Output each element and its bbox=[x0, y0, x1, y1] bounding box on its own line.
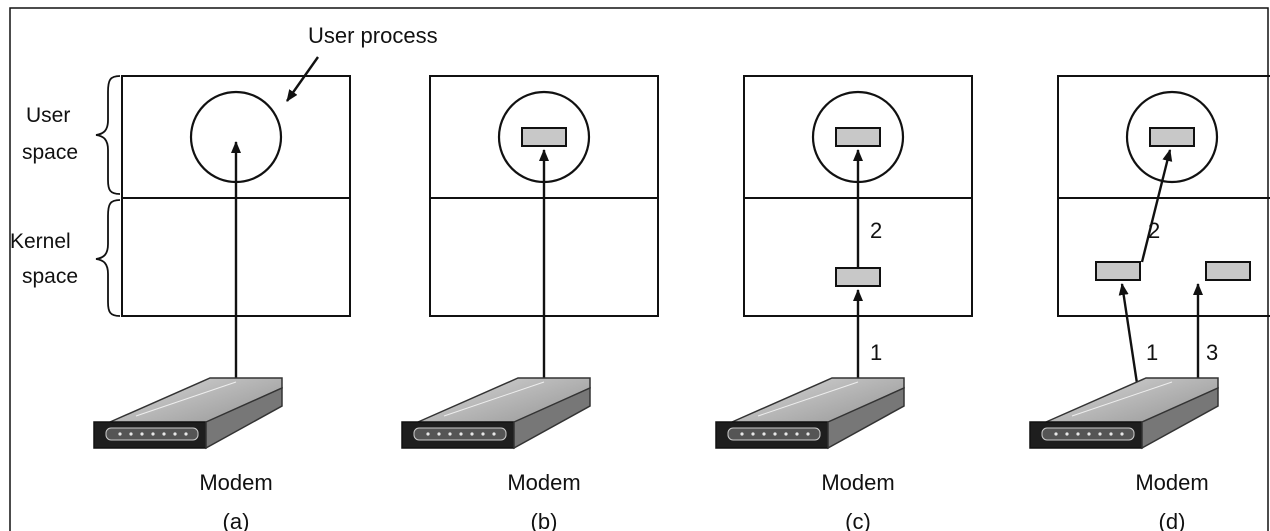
step-label-2: 2 bbox=[870, 218, 882, 243]
kernel-space-label-line2: space bbox=[22, 265, 78, 288]
user-space-label-line1: User bbox=[26, 104, 70, 127]
modem-label: Modem bbox=[821, 470, 894, 495]
modem-label: Modem bbox=[1135, 470, 1208, 495]
user-space-label-line2: space bbox=[22, 141, 78, 164]
modem-label: Modem bbox=[507, 470, 580, 495]
data-flow-arrow-1 bbox=[1118, 283, 1140, 391]
kernel-space-label-line1: Kernel bbox=[10, 230, 71, 253]
modem-icon bbox=[401, 377, 591, 450]
modem-icon bbox=[93, 377, 283, 450]
panel-b: Modem (b) bbox=[401, 75, 659, 531]
modem-icon bbox=[1029, 377, 1219, 450]
callout-arrow bbox=[286, 56, 319, 102]
panel-caption: (c) bbox=[845, 509, 871, 531]
panel-caption: (b) bbox=[531, 509, 558, 531]
user-buffer bbox=[1149, 127, 1195, 147]
step-label-3: 3 bbox=[1206, 340, 1218, 365]
modem-icon bbox=[715, 377, 905, 450]
kernel-buffer-1 bbox=[1095, 261, 1141, 281]
data-flow-arrow-2 bbox=[1140, 149, 1173, 263]
user-process-callout: User process bbox=[308, 23, 438, 48]
user-buffer bbox=[521, 127, 567, 147]
kernel-buffer-2 bbox=[1205, 261, 1251, 281]
panel-a: Modem (a) bbox=[93, 75, 351, 531]
panel-caption: (d) bbox=[1159, 509, 1186, 531]
user-buffer bbox=[835, 127, 881, 147]
kernel-space-box bbox=[1057, 197, 1270, 317]
step-label-2: 2 bbox=[1148, 218, 1160, 243]
step-label-1: 1 bbox=[1146, 340, 1158, 365]
modem-label: Modem bbox=[199, 470, 272, 495]
figure-border bbox=[9, 7, 1269, 531]
kernel-buffer bbox=[835, 267, 881, 287]
kernel-space-brace bbox=[95, 199, 121, 317]
user-space-brace bbox=[95, 75, 121, 195]
panel-caption: (a) bbox=[223, 509, 250, 531]
user-process-circle bbox=[1125, 90, 1219, 184]
step-label-1: 1 bbox=[870, 340, 882, 365]
